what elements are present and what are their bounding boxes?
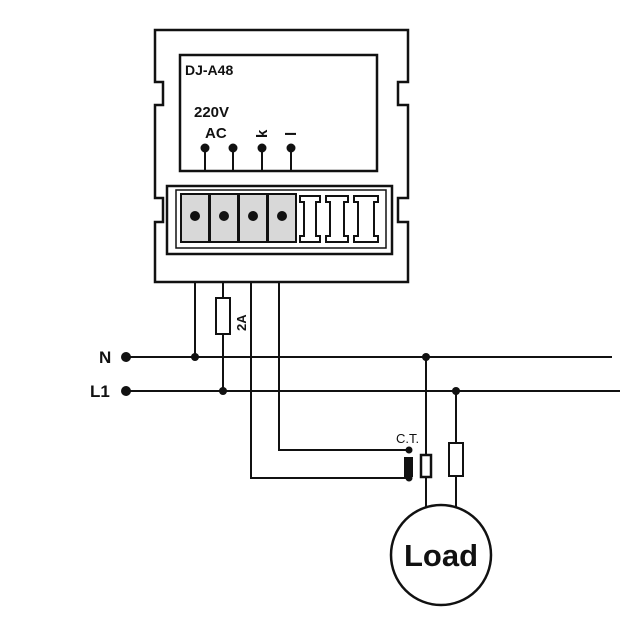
screw-4	[277, 211, 287, 221]
screw-terminal-4	[267, 193, 297, 243]
empty-terminal-slots	[299, 195, 379, 243]
meter-fuse	[215, 297, 231, 335]
meter-housing	[153, 28, 410, 284]
display-panel	[178, 53, 379, 173]
screw-terminals	[180, 193, 297, 243]
voltage-label: 220V	[194, 104, 229, 121]
ct-label: C.T.	[396, 431, 419, 446]
neutral-label: N	[99, 348, 111, 367]
model-label: DJ-A48	[185, 62, 233, 78]
junction-dots	[121, 352, 460, 482]
load-circle	[389, 503, 493, 607]
phase-label: L1	[90, 382, 110, 401]
terminal-k-label: k	[254, 129, 271, 138]
load-fuse	[448, 442, 464, 477]
panel-terminal-pins	[200, 143, 296, 171]
load-label: Load	[404, 538, 478, 573]
screw-3	[248, 211, 258, 221]
screw-1	[190, 211, 200, 221]
current-transformer	[404, 453, 433, 479]
screw-2	[219, 211, 229, 221]
wires	[126, 282, 620, 509]
fuse-rating-label: 2A	[234, 314, 249, 331]
ac-label: AC	[205, 125, 227, 142]
terminal-l-label: l	[283, 132, 300, 136]
